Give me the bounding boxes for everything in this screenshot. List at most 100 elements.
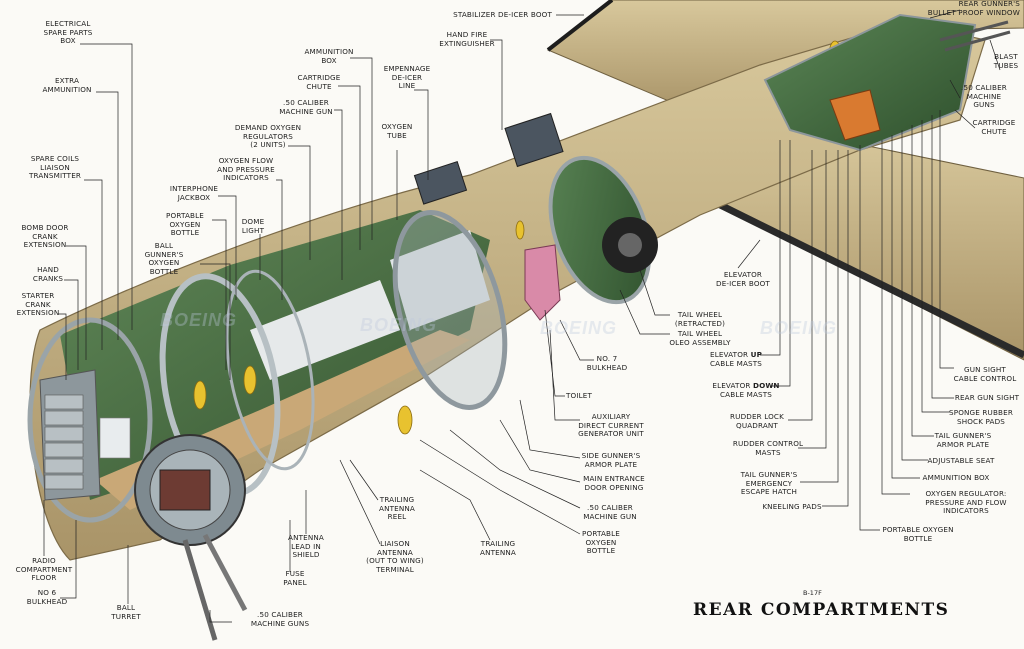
leader-line xyxy=(954,109,976,129)
leader-line xyxy=(419,469,491,541)
hand-fire-extinguisher xyxy=(504,112,564,168)
label-no7-bulkhead: No. 7 BULKHEAD xyxy=(586,354,628,372)
leader-line xyxy=(212,219,227,370)
turret-gun xyxy=(202,533,248,612)
leader-line xyxy=(64,279,79,370)
leader-line xyxy=(939,110,954,369)
leader-lines xyxy=(43,9,1001,623)
leader-line xyxy=(209,610,232,623)
label-portable-oxygen-bottle-tail: PORTABLE OXYGEN BOTTLE xyxy=(882,525,954,543)
turret-gunsight xyxy=(159,469,211,511)
label-rear-gunners-window: REAR GUNNER'S BULLET PROOF WINDOW xyxy=(927,0,1020,17)
leader-line xyxy=(911,125,934,437)
label-stabilizer-deicer-boot: STABILIZER DE-ICER BOOT xyxy=(453,10,552,19)
label-trailing-antenna: TRAILING ANTENNA xyxy=(480,539,516,557)
interior-panel xyxy=(390,230,490,330)
label-spare-coils: SPARE COILS LIAISON TRANSMITTER xyxy=(28,154,82,181)
label-ammunition-box-tail: AMMUNITION BOX xyxy=(922,473,990,482)
label-rudder-control-masts: RUDDER CONTROL MASTS xyxy=(732,439,804,457)
no6-bulkhead-ring xyxy=(27,317,153,523)
label-side-gunners-armor: SIDE GUNNER'S ARMOR PLATE xyxy=(581,451,641,469)
leader-line xyxy=(276,179,283,300)
label-ball-gunners-oxygen: BALL GUNNER'S OXYGEN BOTTLE xyxy=(144,241,184,276)
turret-gun xyxy=(182,539,218,641)
leader-line xyxy=(338,85,361,250)
leader-line xyxy=(619,289,670,335)
leader-line xyxy=(800,150,839,483)
leader-line xyxy=(921,120,950,413)
toilet xyxy=(524,244,561,321)
leader-line xyxy=(218,195,237,300)
label-gun-sight-cable-control: GUN SIGHT CABLE CONTROL xyxy=(953,365,1017,383)
leader-line xyxy=(544,309,565,397)
leader-line xyxy=(989,39,1001,71)
leader-line xyxy=(58,313,67,380)
label-empennage-deicer: EMPENNAGE DE-ICER LINE xyxy=(383,64,431,91)
interior-panel xyxy=(250,280,400,380)
label-main-entrance-door: MAIN ENTRANCE DOOR OPENING xyxy=(583,474,645,492)
label-tail-wheel-retracted: TAIL WHEEL (RETRACTED) xyxy=(674,310,726,328)
leader-line xyxy=(449,429,581,509)
leader-line xyxy=(822,150,849,507)
leader-line xyxy=(798,150,827,449)
leader-line xyxy=(96,91,119,340)
leader-line xyxy=(519,399,581,459)
label-cartridge-chute-up: CARTRIDGE CHUTE xyxy=(297,73,341,91)
stabilizer-deicer-edge xyxy=(698,191,1024,359)
leader-line xyxy=(559,319,594,361)
tail-gunner-compartment xyxy=(763,13,977,152)
leader-line xyxy=(66,245,87,360)
label-elevator-up: ELEVATOR UP CABLE MASTS xyxy=(710,350,762,368)
label-auxiliary-generator: AUXILIARY DIRECT CURRENT GENERATOR UNIT xyxy=(578,412,644,439)
label-portable-oxygen-bottle-up: PORTABLE OXYGEN BOTTLE xyxy=(166,211,204,238)
label-extra-ammunition: EXTRA AMMUNITION xyxy=(42,76,92,94)
label-elevator-deicer-boot: ELEVATOR DE-ICER BOOT xyxy=(716,270,770,288)
leader-line xyxy=(490,39,503,130)
label-electrical-spare-parts-box: ELECTRICAL SPARE PARTS BOX xyxy=(43,19,93,46)
label-bomb-door-crank: BOMB DOOR CRANK EXTENSION xyxy=(21,223,69,250)
leader-line xyxy=(419,439,581,535)
leader-line xyxy=(80,43,133,330)
leader-line xyxy=(60,520,77,599)
leader-line xyxy=(788,150,813,421)
label-cartridge-chute-tail: CARTRIDGE CHUTE xyxy=(972,118,1016,136)
label-cal50-machine-gun-up: .50 CALIBER MACHINE GUN xyxy=(279,98,333,116)
label-cal50-machine-guns: .50 CALIBER MACHINE GUNS xyxy=(250,610,310,628)
label-adjustable-seat: ADJUSTABLE SEAT xyxy=(927,456,995,465)
label-fuse-panel: FUSE PANEL xyxy=(283,569,307,587)
radio-sets xyxy=(44,394,84,490)
leader-line xyxy=(349,459,379,501)
label-demand-oxygen: DEMAND OXYGEN REGULATORS (2 UNITS) xyxy=(234,123,302,150)
leader-line xyxy=(760,140,781,356)
tail-gun xyxy=(939,20,1009,42)
fin-leading-edge xyxy=(546,0,614,52)
label-cal50-machine-guns-tail: .50 CALIBER MACHINE GUNS xyxy=(961,83,1007,110)
label-starter-crank: STARTER CRANK EXTENSION xyxy=(16,291,60,318)
leader-line xyxy=(901,130,928,461)
leader-line xyxy=(639,269,670,316)
no7-bulkhead-ring xyxy=(392,210,508,410)
label-cal50-machine-gun-low: .50 CALIBER MACHINE GUN xyxy=(583,503,637,521)
label-portable-oxygen-bottle-low: PORTABLE OXYGEN BOTTLE xyxy=(582,529,620,556)
label-tail-gunners-armor: TAIL GUNNER'S ARMOR PLATE xyxy=(934,431,992,449)
leader-line xyxy=(737,239,761,269)
leader-line xyxy=(350,57,373,240)
label-ball-turret: BALL TURRET xyxy=(111,603,141,621)
label-sponge-rubber-pads: SPONGE RUBBER SHOCK PADS xyxy=(949,408,1013,426)
label-interphone-jackbox: INTERPHONE JACKBOX xyxy=(169,184,219,202)
label-toilet: TOILET xyxy=(565,391,593,400)
leader-line xyxy=(929,9,961,19)
label-ammunition-box-up: AMMUNITION BOX xyxy=(304,47,354,65)
leader-line xyxy=(549,329,580,421)
empennage-deicer-box xyxy=(413,160,468,205)
label-tail-gunners-escape-hatch: TAIL GUNNER'S EMERGENCY ESCAPE HATCH xyxy=(740,470,798,497)
label-rudder-lock-quadrant: RUDDER LOCK QUADRANT xyxy=(730,412,784,430)
leader-line xyxy=(949,79,961,99)
leader-line xyxy=(859,145,880,531)
label-antenna-lead-in: ANTENNA LEAD IN SHIELD xyxy=(288,533,324,560)
label-liaison-antenna: LIAISON ANTENNA (OUT TO WING) TERMINAL xyxy=(366,539,424,574)
leader-line xyxy=(931,115,954,399)
watermark: BOEING xyxy=(540,318,618,338)
label-rear-gun-sight: REAR GUN SIGHT xyxy=(954,393,1020,402)
